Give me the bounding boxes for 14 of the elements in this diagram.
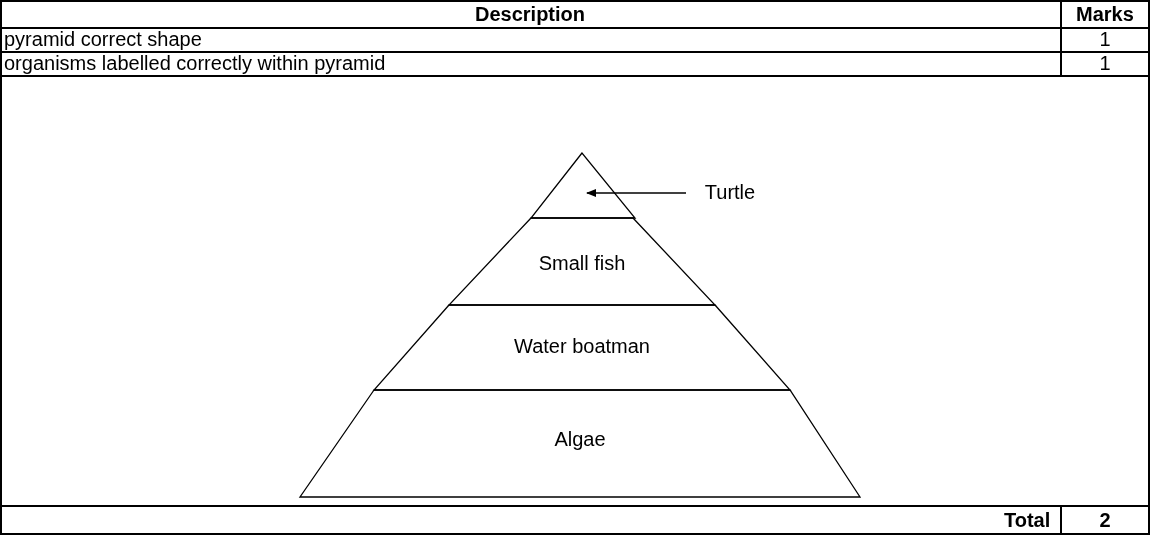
organism-label: Turtle [690, 181, 770, 205]
pyramid-tier [296, 390, 864, 498]
total-value: 2 [1099, 509, 1111, 531]
tier-label: Small fish [537, 252, 627, 274]
tier-label: Water boatman [513, 335, 651, 357]
tier-label: Algae [553, 428, 607, 450]
column-header: Marks [1076, 3, 1134, 25]
criterion-text: organisms labelled correctly within pyramid [4, 52, 386, 74]
total-label: Total [1004, 509, 1051, 531]
marks-value: 1 [1099, 28, 1111, 50]
criterion-text: pyramid correct shape [4, 28, 202, 50]
arrow [586, 189, 687, 197]
column-header: Description [475, 3, 586, 25]
marks-value: 1 [1099, 52, 1111, 74]
